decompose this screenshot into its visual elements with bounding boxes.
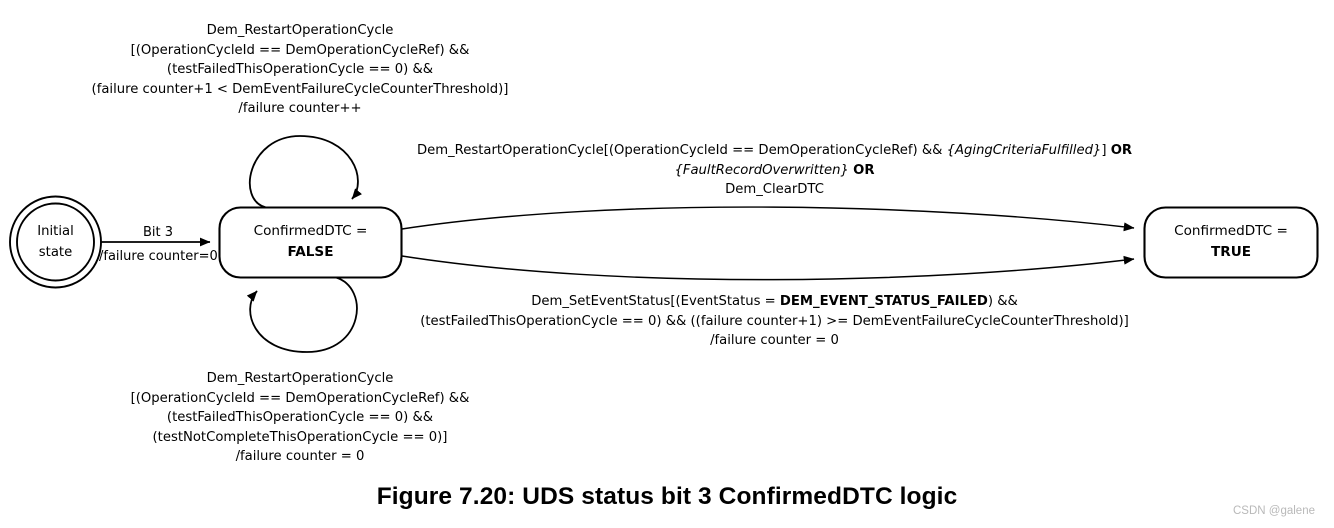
self-loop-top-arc: [249, 135, 363, 209]
edge-label-aging-or-1: OR: [1110, 143, 1133, 158]
self-loop-bottom-arc: [246, 276, 358, 353]
figure-caption: Figure 7.20: UDS status bit 3 ConfirmedD…: [376, 483, 958, 510]
watermark: CSDN @galene: [1233, 505, 1315, 517]
state-label-true-line1: ConfirmedDTC =: [1174, 223, 1288, 239]
edge-label-ses-line-3: /failure counter = 0: [710, 333, 839, 348]
edge-label-ses-line-1: Dem_SetEventStatus[(EventStatus = DEM_EV…: [382, 292, 1167, 312]
initial-state-label-line2: state: [38, 245, 73, 260]
self-loop-top-line-1: Dem_RestartOperationCycle: [206, 23, 394, 38]
self-loop-top-line-4: (failure counter+1 < DemEventFailureCycl…: [91, 81, 509, 97]
edge-label-aging-or-2: OR: [853, 162, 875, 178]
state-label-false-line1: ConfirmedDTC =: [253, 223, 368, 239]
edge-label-ses-status-const: DEM_EVENT_STATUS_FAILED: [779, 294, 988, 309]
edge-label-aging-line-2: {FaultRecordOverwritten} OR: [382, 161, 1167, 181]
edge-label-aging-trigger: Dem_RestartOperationCycle[(OperationCycl…: [416, 143, 947, 158]
edge-label-fault-record-overwritten: {FaultRecordOverwritten}: [674, 162, 849, 178]
edge-label-aging-clear: Dem_RestartOperationCycle[(OperationCycl…: [382, 141, 1167, 200]
edge-label-bit3-text: Bit 3: [143, 225, 174, 240]
state-label-false-line2: FALSE: [287, 244, 334, 260]
state-label-confirmed-false: ConfirmedDTC = FALSE: [219, 221, 402, 263]
self-loop-top-label: Dem_RestartOperationCycle [(OperationCyc…: [0, 21, 600, 119]
initial-state-label: Initial state: [10, 221, 101, 263]
self-loop-bottom-line-1: Dem_RestartOperationCycle: [206, 371, 394, 386]
edge-label-set-event-status: Dem_SetEventStatus[(EventStatus = DEM_EV…: [382, 292, 1167, 351]
self-loop-top-line-5: /failure counter++: [238, 101, 362, 116]
edge-label-ses-line-2: (testFailedThisOperationCycle == 0) && (…: [420, 313, 1129, 329]
state-label-true-line2: TRUE: [1210, 244, 1252, 260]
edge-label-aging-criteria: {AgingCriteriaFulfilled}: [946, 143, 1102, 158]
self-loop-bottom-label: Dem_RestartOperationCycle [(OperationCyc…: [0, 369, 600, 467]
edge-label-bit3-trigger: Bit 3: [143, 225, 173, 240]
edge-label-init-action: /failure counter=0: [99, 249, 218, 264]
state-label-confirmed-true: ConfirmedDTC = TRUE: [1144, 221, 1318, 263]
edge-label-init-action-text: /failure counter=0: [99, 249, 218, 264]
edge-label-aging-close: ]: [1101, 143, 1111, 158]
self-loop-top-line-2: [(OperationCycleId == DemOperationCycleR…: [130, 42, 470, 58]
edge-false-to-true-upper: [401, 206, 1135, 232]
self-loop-top-line-3: (testFailedThisOperationCycle == 0) &&: [166, 62, 434, 77]
edge-label-aging-line-1: Dem_RestartOperationCycle[(OperationCycl…: [382, 141, 1167, 161]
edge-label-aging-line-3: Dem_ClearDTC: [725, 182, 824, 197]
edge-false-to-true-lower: [401, 255, 1135, 281]
self-loop-bottom-line-2: [(OperationCycleId == DemOperationCycleR…: [130, 390, 470, 406]
edge-label-ses-line1-tail: ) &&: [987, 294, 1018, 309]
initial-state-label-line1: Initial: [37, 224, 74, 239]
self-loop-bottom-line-4: (testNotCompleteThisOperationCycle == 0)…: [152, 429, 448, 445]
self-loop-bottom-line-3: (testFailedThisOperationCycle == 0) &&: [166, 410, 434, 425]
edge-label-ses-trigger: Dem_SetEventStatus[(EventStatus =: [531, 294, 780, 309]
self-loop-bottom-line-5: /failure counter = 0: [235, 449, 365, 464]
